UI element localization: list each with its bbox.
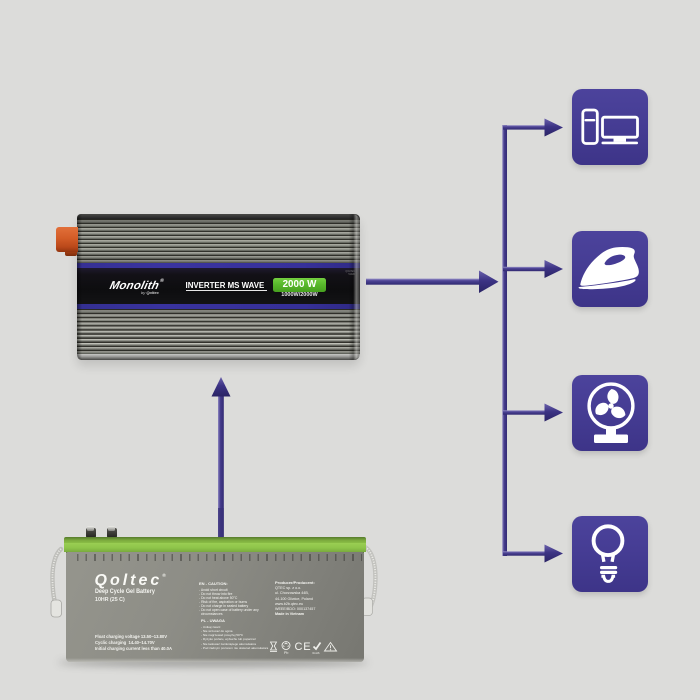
svg-text:RoHS: RoHS	[313, 651, 320, 655]
svg-text:CE: CE	[295, 641, 312, 653]
svg-text:Pb: Pb	[284, 651, 288, 655]
